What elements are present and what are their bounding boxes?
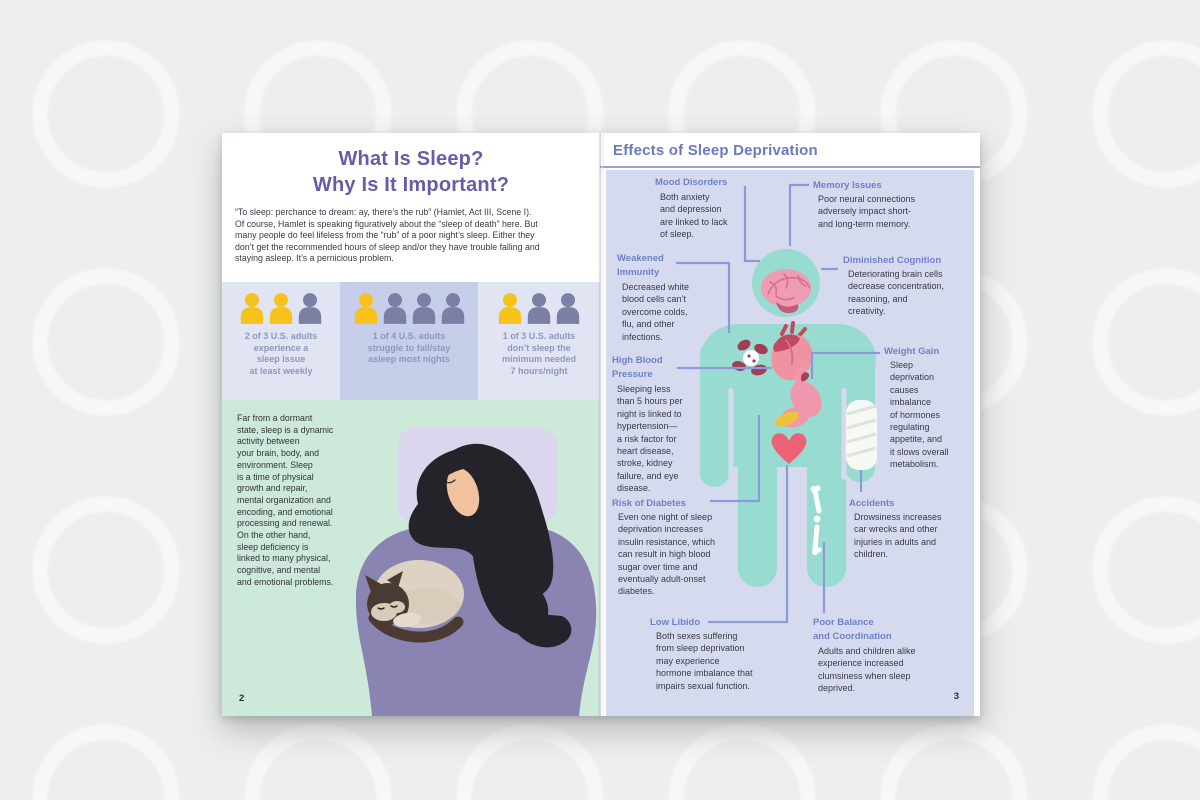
person-icon [298,293,322,324]
person-icon [269,293,293,324]
page-title: What Is Sleep? Why Is It Important? [312,148,510,196]
sleeping-woman-illustration [355,428,597,716]
section-title: Effects of Sleep Deprivation [613,142,818,159]
people-icons [478,289,600,325]
stat-card: 1 of 3 U.S. adults don’t sleep the minim… [478,282,600,400]
page-number-left: 2 [239,693,245,704]
callout-memory-issues-body: Poor neural connections adversely impact… [818,194,916,229]
stat-label: 2 of 3 U.S. adults experience a sleep is… [244,331,318,376]
person-icon [240,293,264,324]
person-icon [383,293,406,324]
booklet-spread: What Is Sleep? Why Is It Important? “To … [222,133,980,716]
human-body-diagram [676,183,880,624]
callout-poor-balance-body: Adults and children alike experience inc… [818,646,916,694]
person-icon [412,293,435,324]
callout-risk-of-diabetes-heading: Risk of Diabetes [612,498,686,509]
page-right: Effects of Sleep Deprivation [600,133,980,716]
person-icon [354,293,377,324]
callout-memory-issues-heading: Memory Issues [813,180,882,191]
stats-row: 2 of 3 U.S. adults experience a sleep is… [222,282,600,400]
callout-diminished-cognition-body: Deteriorating brain cells decrease conce… [848,269,945,317]
callout-low-libido-heading: Low Libido [650,617,701,628]
body-diagram-panel: Mood Disorders Both anxiety and depressi… [606,170,974,716]
stat-card: 1 of 4 U.S. adults struggle to fall/stay… [340,282,478,400]
stat-card: 2 of 3 U.S. adults experience a sleep is… [222,282,340,400]
callout-mood-disorders-heading: Mood Disorders [655,177,728,188]
stat-label: 1 of 3 U.S. adults don’t sleep the minim… [501,331,576,376]
callout-weight-gain-body: Sleep deprivation causes imbalance of ho… [890,360,949,470]
sleep-illustration-section: Far from a dormant state, sleep is a dyn… [222,400,600,716]
callout-high-blood-pressure-heading: High Blood Pressure [612,355,663,380]
person-icon [498,293,522,324]
callout-weakened-immunity-heading: Weakened Immunity [617,253,664,278]
callout-weight-gain-heading: Weight Gain [884,346,940,357]
callout-low-libido-body: Both sexes suffering from sleep deprivat… [656,631,753,691]
page-left: What Is Sleep? Why Is It Important? “To … [222,133,600,716]
right-page-header: Effects of Sleep Deprivation [600,133,980,168]
callout-weakened-immunity-body: Decreased white blood cells can’t overco… [622,282,690,342]
callout-accidents-body: Drowsiness increases car wrecks and othe… [854,512,942,560]
person-icon [441,293,464,324]
page-gutter-shadow [598,133,604,716]
stat-label: 1 of 4 U.S. adults struggle to fall/stay… [367,331,451,365]
people-icons [222,289,340,325]
page-number-right: 3 [953,691,959,702]
person-icon [556,293,580,324]
people-icons [340,289,478,325]
intro-paragraph: “To sleep: perchance to dream: ay, there… [235,207,540,264]
callout-high-blood-pressure-body: Sleeping less than 5 hours per night is … [617,384,683,494]
callout-accidents-heading: Accidents [849,498,895,509]
sleep-description-paragraph: Far from a dormant state, sleep is a dyn… [237,413,334,587]
callout-mood-disorders-body: Both anxiety and depression are linked t… [660,192,728,240]
callout-risk-of-diabetes-body: Even one night of sleep deprivation incr… [618,512,716,597]
callout-poor-balance-heading: Poor Balance and Coordination [813,617,892,642]
person-icon [527,293,551,324]
callout-diminished-cognition-heading: Diminished Cognition [843,255,942,266]
